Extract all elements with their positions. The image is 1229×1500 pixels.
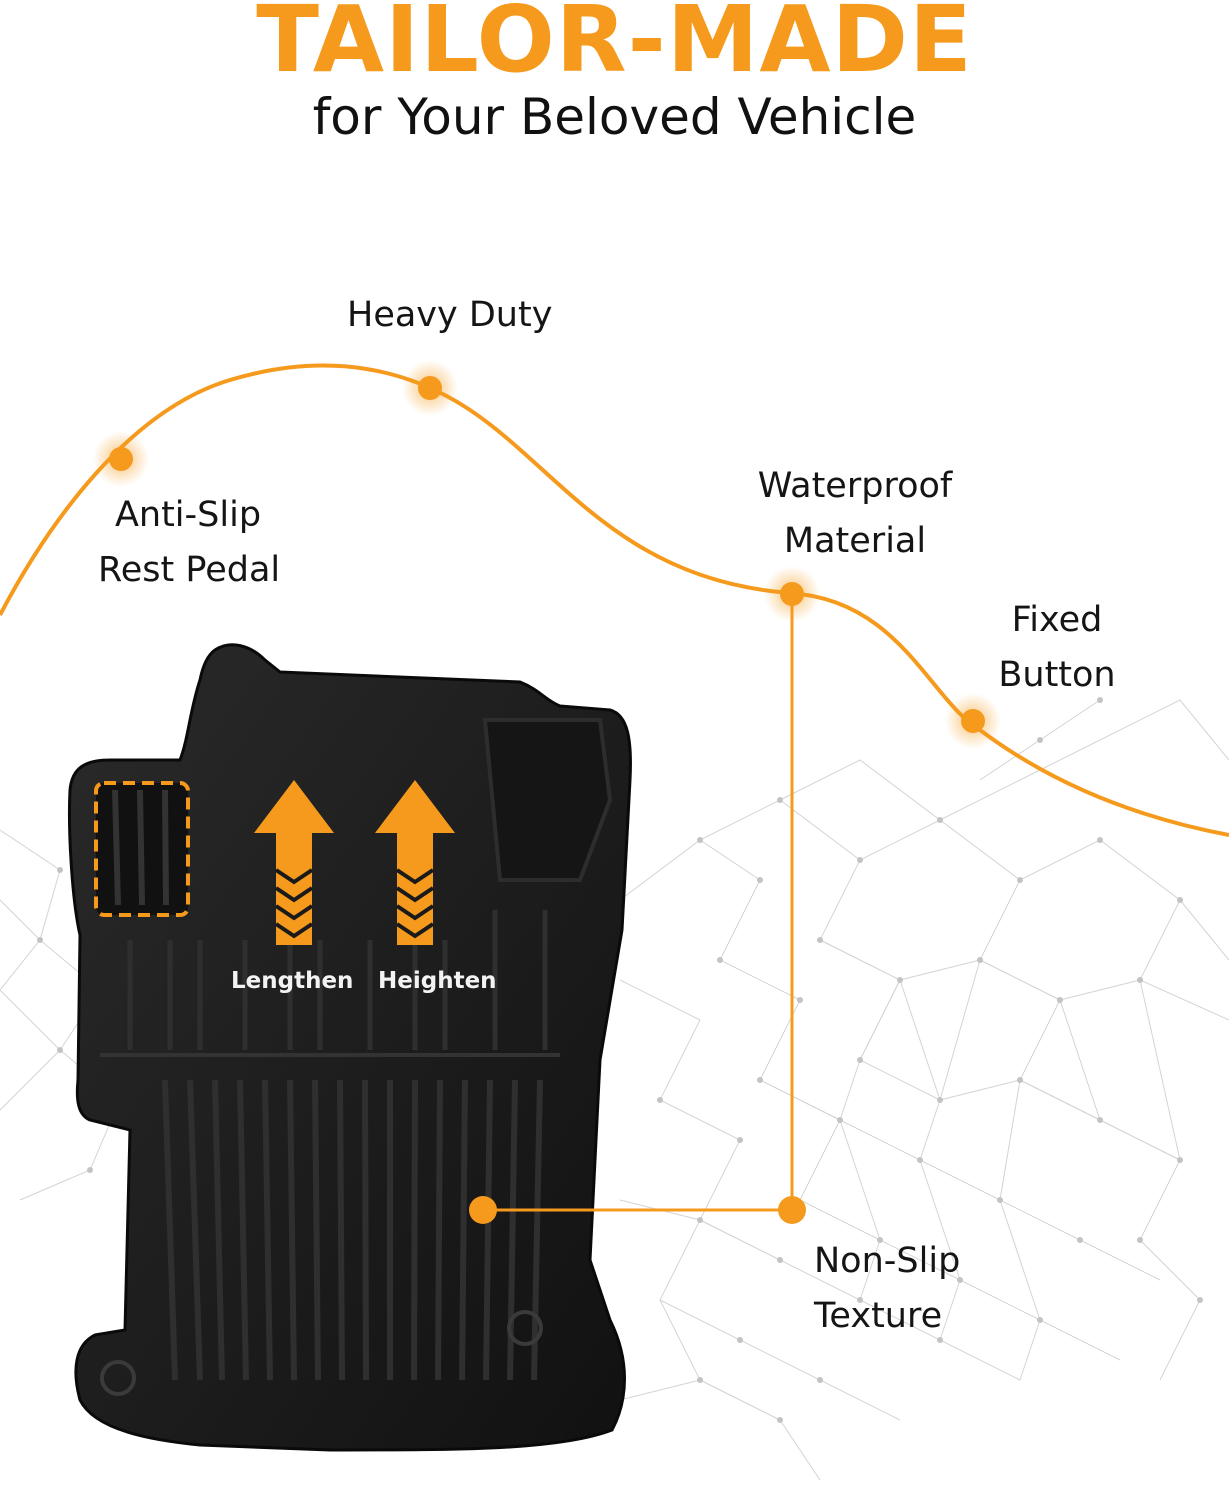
feature-nonslip-line1: Non-Slip: [814, 1241, 961, 1281]
lengthen-arrow-icon: [254, 780, 334, 945]
feature-anti-slip-line2: Rest Pedal: [98, 550, 281, 590]
feature-dot-nonslip: [469, 1196, 806, 1224]
feature-anti-slip: Anti-Slip Rest Pedal: [98, 488, 281, 598]
feature-dot-fixed-button: [945, 693, 1001, 749]
feature-nonslip: Non-Slip Texture: [814, 1234, 960, 1344]
feature-anti-slip-line1: Anti-Slip: [114, 495, 262, 535]
feature-heavy-duty-label: Heavy Duty: [347, 295, 553, 335]
floor-mat: [67, 643, 632, 1452]
page-subtitle: for Your Beloved Vehicle: [312, 88, 917, 146]
feature-waterproof-line2: Material: [783, 521, 927, 561]
feature-dot-waterproof: [764, 566, 820, 622]
network-map-background: [0, 697, 1229, 1481]
feature-waterproof: Waterproof Material: [750, 459, 960, 569]
page-title: TAILOR-MADE: [256, 0, 973, 93]
rest-pedal: [94, 781, 190, 917]
feature-fixed-button: Fixed Button: [992, 593, 1122, 703]
feature-heavy-duty: Heavy Duty: [347, 288, 552, 343]
heighten-label: Heighten: [378, 968, 497, 994]
feature-fixed-line2: Button: [998, 655, 1116, 695]
feature-dot-heavy-duty: [402, 360, 458, 416]
feature-waterproof-line1: Waterproof: [757, 466, 953, 506]
nonslip-connector: [483, 594, 794, 1212]
feature-fixed-line1: Fixed: [1011, 600, 1103, 640]
heighten-arrow-icon: [375, 780, 455, 945]
lengthen-label: Lengthen: [231, 968, 354, 994]
feature-nonslip-line2: Texture: [814, 1296, 943, 1336]
feature-dot-anti-slip: [93, 431, 149, 487]
feature-curve: [0, 363, 1229, 837]
